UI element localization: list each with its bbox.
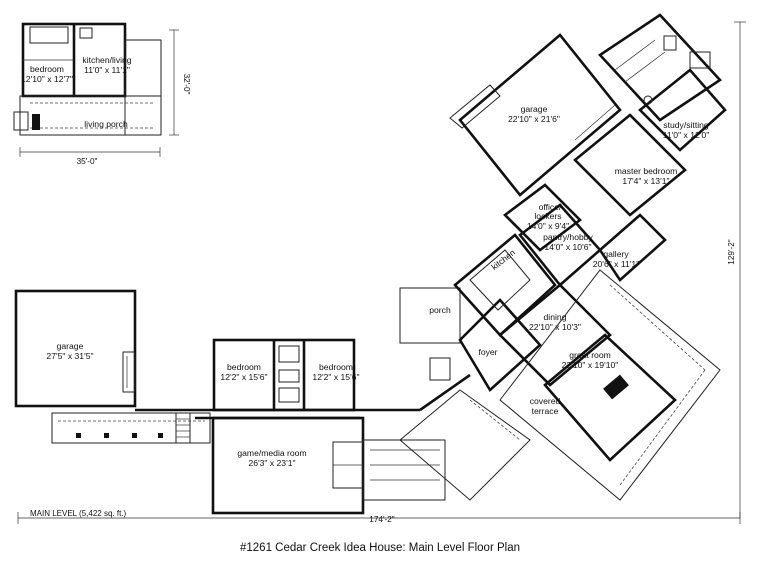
garage-name: garage xyxy=(521,104,548,114)
overall-depth-dimension: 129'-2" xyxy=(727,239,736,265)
level-label: MAIN LEVEL (5,422 sq. ft.) xyxy=(30,509,127,518)
guest-kitchen-size: 11'0" x 11'1" xyxy=(84,65,130,75)
office-name: office/ xyxy=(539,202,562,212)
game-room-name: game/media room xyxy=(237,448,306,458)
bedroom-wing: bedroom 12'2" x 15'6" bedroom 12'2" x 15… xyxy=(135,338,420,420)
guest-bedroom-size: 12'10" x 12'7" xyxy=(21,74,73,84)
guest-bedroom-name: bedroom xyxy=(30,64,64,74)
bedroom-left-name: bedroom xyxy=(227,362,261,372)
covered-terrace-name-2: terrace xyxy=(532,406,559,416)
dining-size: 22'10" x 10'3" xyxy=(529,322,581,332)
gallery-size: 20'6" x 11'1" xyxy=(593,259,640,269)
plan-caption: #1261 Cedar Creek Idea House: Main Level… xyxy=(240,542,520,554)
office-size: 14'0" x 9'4" xyxy=(527,221,569,231)
master-bedroom-size: 17'4" x 13'1" xyxy=(622,176,669,186)
upper-wing: garage 22'10" x 21'6" master bedroom 17'… xyxy=(449,13,727,217)
foyer-name: foyer xyxy=(478,347,497,357)
detached-garage: garage 27'5" x 31'5" xyxy=(14,289,211,444)
great-room-name: great room xyxy=(569,350,611,360)
game-room-size: 26'3" x 23'1" xyxy=(248,458,295,468)
guest-depth-dimension: 32'-0" xyxy=(182,74,191,95)
garage-size: 22'10" x 21'6" xyxy=(508,114,560,124)
porch-name: porch xyxy=(429,305,451,315)
guest-kitchen-name: kitchen/living xyxy=(82,55,131,65)
detached-garage-name: garage xyxy=(57,341,84,351)
guest-width-dimension: 35'-0" xyxy=(77,157,98,166)
overall-width-dimension: 174'-2" xyxy=(369,515,395,524)
covered-terrace-name: covered xyxy=(530,396,561,406)
office-name-2: lockers xyxy=(534,211,561,221)
game-room: game/media room 26'3" x 23'1" xyxy=(211,416,446,515)
bedroom-right-name: bedroom xyxy=(319,362,353,372)
pantry-name: pantry/hobby xyxy=(543,232,593,242)
dimension-lines: 174'-2" 129'-2" xyxy=(17,21,746,524)
gallery-name: gallery xyxy=(603,249,629,259)
master-bedroom-name: master bedroom xyxy=(615,166,678,176)
pantry-size: 14'0" x 10'6" xyxy=(544,242,591,252)
study-name: study/sitting xyxy=(663,120,709,130)
great-room-size: 22'10" x 19'10" xyxy=(562,360,619,370)
guest-house: bedroom 12'10" x 12'7" kitchen/living 11… xyxy=(13,22,191,166)
dining-name: dining xyxy=(544,312,567,322)
study-size: 11'0" x 12'0" xyxy=(663,130,710,140)
main-house: porch foyer kitchen dining 22'10" x 10'3… xyxy=(399,183,721,501)
bedroom-right-size: 12'2" x 15'6" xyxy=(312,372,359,382)
detached-garage-size: 27'5" x 31'5" xyxy=(46,351,93,361)
bedroom-left-size: 12'2" x 15'6" xyxy=(220,372,267,382)
guest-porch-name: living porch xyxy=(84,119,128,129)
